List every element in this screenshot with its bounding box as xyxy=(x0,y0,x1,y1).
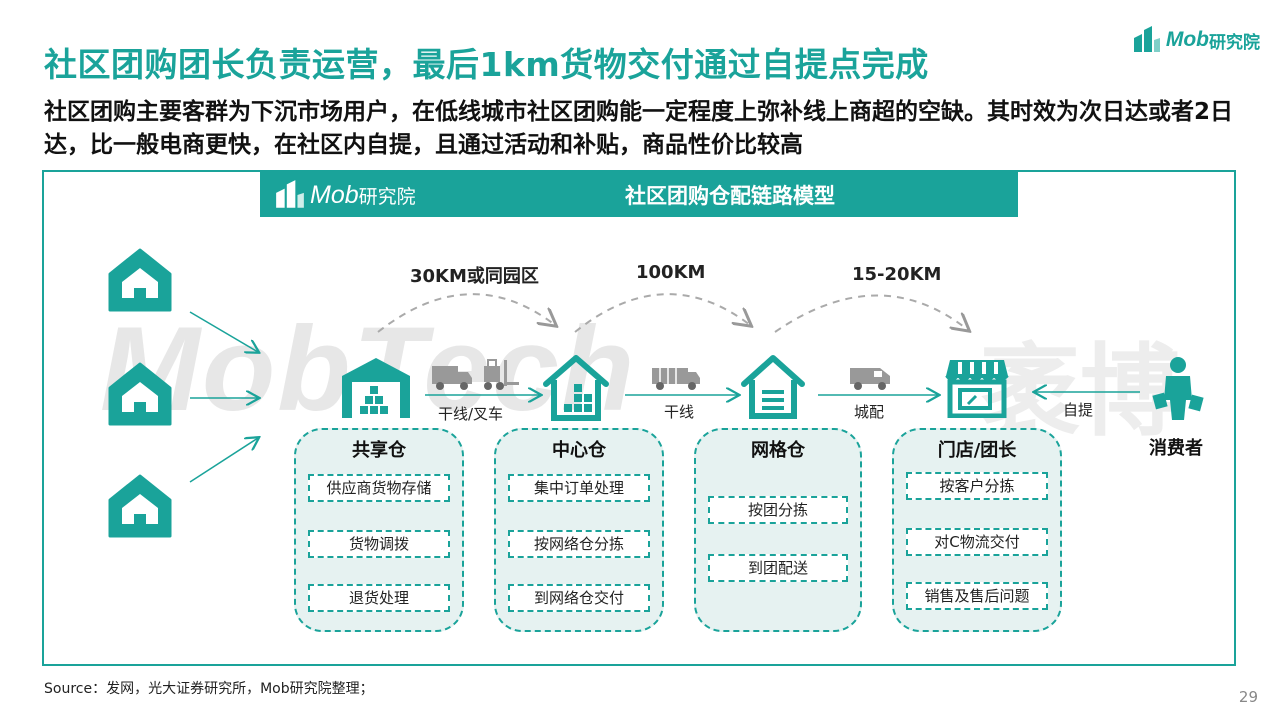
node-item: 货物调拨 xyxy=(308,530,450,558)
source-note: Source：发网，光大证券研究所，Mob研究院整理； xyxy=(44,681,374,697)
node-title: 门店/团长 xyxy=(937,440,1017,461)
truck-icon xyxy=(432,366,472,390)
transport-label-1: 干线/叉车 xyxy=(438,405,504,423)
node-box-grid-warehouse: 网格仓 按团分拣 到团配送 xyxy=(694,428,862,632)
warehouse-icon xyxy=(342,358,410,418)
store-icon xyxy=(945,360,1009,418)
banner-logo-brand: Mob xyxy=(310,180,359,209)
node-item: 按团分拣 xyxy=(708,496,848,524)
truck-icon xyxy=(652,368,700,390)
house-icon xyxy=(108,474,172,538)
house-icon xyxy=(108,248,172,312)
node-item: 到网络仓交付 xyxy=(508,584,650,612)
forklift-icon xyxy=(484,359,519,390)
node-title: 网格仓 xyxy=(751,440,805,461)
logo-icon xyxy=(1133,26,1160,52)
distance-label-2: 100KM xyxy=(636,262,706,283)
consumer-icon xyxy=(1152,357,1204,420)
distance-arc-2 xyxy=(574,293,750,333)
page-number: 29 xyxy=(1238,688,1258,706)
distance-label-3: 15-20KM xyxy=(852,264,942,285)
node-item: 退货处理 xyxy=(308,584,450,612)
node-item: 销售及售后问题 xyxy=(906,582,1048,610)
grid-warehouse-icon xyxy=(741,355,805,419)
transport-label-3: 城配 xyxy=(854,403,885,421)
van-icon xyxy=(850,368,890,390)
node-box-shared-warehouse: 共享仓 供应商货物存储 货物调拨 退货处理 xyxy=(294,428,464,632)
diagram-banner xyxy=(260,172,1018,217)
distance-arc-1 xyxy=(377,293,555,333)
node-item: 集中订单处理 xyxy=(508,474,650,502)
consumer-label: 消费者 xyxy=(1149,438,1203,459)
banner-logo-icon xyxy=(276,180,304,208)
supply-arrow-1 xyxy=(189,311,258,352)
node-item: 对C物流交付 xyxy=(906,528,1048,556)
home-icon xyxy=(543,355,609,421)
node-title: 共享仓 xyxy=(352,440,406,461)
logo-brand: Mob xyxy=(1165,28,1209,51)
transport-label-2: 干线 xyxy=(664,403,695,421)
banner-logo: Mob 研究院 xyxy=(274,176,416,214)
page-subtitle: 社区团购主要客群为下沉市场用户，在低线城市社区团购能一定程度上弥补线上商超的空缺… xyxy=(44,99,1234,158)
supply-arrow-3 xyxy=(189,438,258,483)
node-item: 按网络仓分拣 xyxy=(508,530,650,558)
transport-label-4: 自提 xyxy=(1063,401,1094,419)
brand-logo: Mob 研究院 xyxy=(1132,24,1260,56)
page-title: 社区团购团长负责运营，最后1km货物交付通过自提点完成 xyxy=(44,45,929,84)
node-box-center-warehouse: 中心仓 集中订单处理 按网络仓分拣 到网络仓交付 xyxy=(494,428,664,632)
distance-arc-3 xyxy=(774,294,968,332)
diagram-frame xyxy=(42,170,1236,666)
diagram-title: 社区团购仓配链路模型 xyxy=(625,184,835,208)
node-item: 按客户分拣 xyxy=(906,472,1048,500)
node-item: 供应商货物存储 xyxy=(308,474,450,502)
node-title: 中心仓 xyxy=(552,440,606,461)
node-box-store: 门店/团长 按客户分拣 对C物流交付 销售及售后问题 xyxy=(892,428,1062,632)
house-icon xyxy=(108,362,172,426)
logo-suffix: 研究院 xyxy=(1209,32,1260,53)
node-item: 到团配送 xyxy=(708,554,848,582)
banner-logo-suffix: 研究院 xyxy=(358,185,416,208)
distance-label-1: 30KM或同园区 xyxy=(410,266,539,287)
